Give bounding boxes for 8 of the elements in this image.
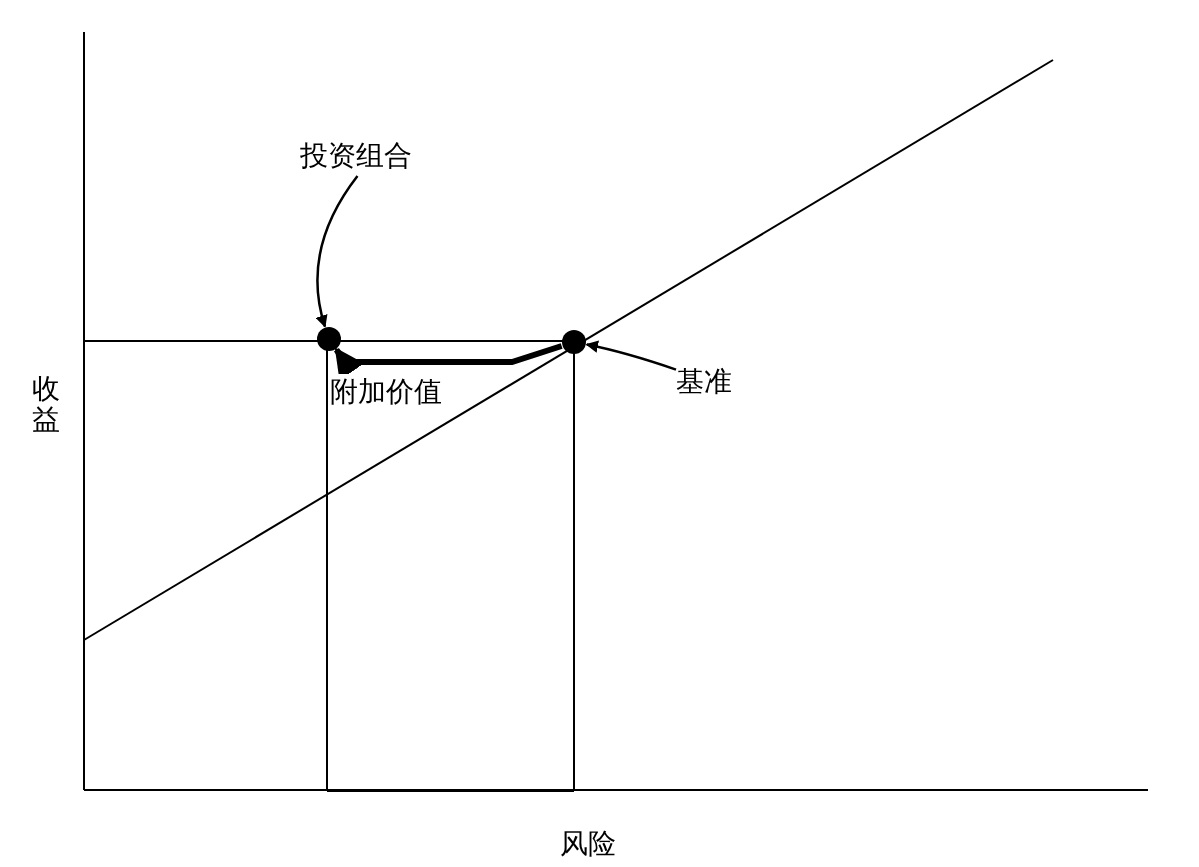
data-point — [562, 330, 586, 354]
callout-text: 投资组合 — [300, 136, 412, 176]
arrow — [585, 340, 677, 371]
y-axis-label: 收益 — [32, 374, 60, 436]
callout-text: 基准 — [676, 362, 732, 402]
arrow — [315, 175, 359, 328]
data-point — [317, 327, 341, 351]
x-axis-label: 风险 — [560, 826, 616, 862]
